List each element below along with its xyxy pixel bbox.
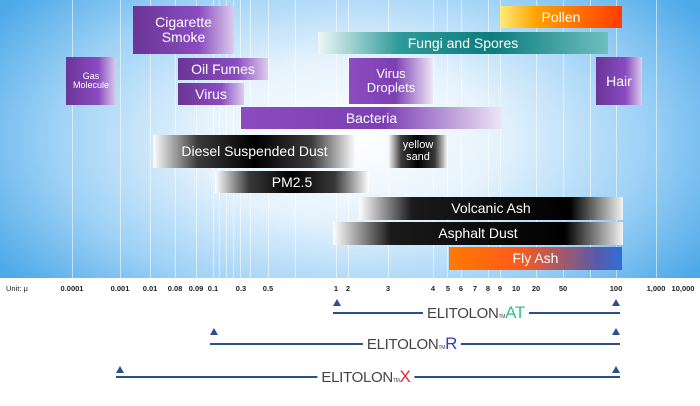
fungi-and-spores-band: Fungi and Spores bbox=[318, 32, 608, 54]
scale-tick: 4 bbox=[430, 284, 436, 293]
gridline bbox=[488, 0, 489, 278]
scale-tick: 0.5 bbox=[262, 284, 274, 293]
virus-droplets-band: Virus Droplets bbox=[349, 58, 433, 104]
product-name: ELITOLON bbox=[426, 305, 499, 322]
range-end-marker bbox=[612, 299, 620, 306]
trademark-mark: TM bbox=[498, 314, 506, 320]
scale-tick: 3 bbox=[385, 284, 391, 293]
product-suffix: X bbox=[399, 367, 411, 386]
scale-tick: 1,000 bbox=[646, 284, 666, 293]
product-suffix: AT bbox=[505, 303, 526, 322]
product-suffix: R bbox=[445, 334, 458, 353]
scale-tick: 0.3 bbox=[235, 284, 247, 293]
product-name: ELITOLON bbox=[321, 369, 393, 386]
asphalt-dust-band: Asphalt Dust bbox=[333, 222, 623, 245]
scale-tick: 0.08 bbox=[167, 284, 183, 293]
range-start-marker bbox=[116, 366, 124, 373]
range-start-marker bbox=[210, 328, 218, 335]
unit-label: Unit: μ bbox=[6, 284, 28, 293]
scale-tick: 10 bbox=[511, 284, 521, 293]
range-end-marker bbox=[612, 328, 620, 335]
gridline bbox=[563, 0, 564, 278]
scale-tick: 2 bbox=[345, 284, 351, 293]
scale-tick: 20 bbox=[531, 284, 541, 293]
volcanic-ash-band: Volcanic Ash bbox=[359, 197, 623, 220]
scale-tick: 50 bbox=[558, 284, 568, 293]
diesel-suspended-dust-band: Diesel Suspended Dust bbox=[153, 135, 356, 168]
gridline bbox=[590, 0, 591, 278]
scale-tick: 100 bbox=[609, 284, 623, 293]
scale-tick: 0.001 bbox=[110, 284, 130, 293]
scale-tick: 0.01 bbox=[142, 284, 158, 293]
gridline bbox=[656, 0, 657, 278]
scale-tick: 0.0001 bbox=[60, 284, 84, 293]
scale-tick: 9 bbox=[497, 284, 503, 293]
scale-tick: 8 bbox=[485, 284, 491, 293]
gridline bbox=[120, 0, 121, 278]
scale-tick: 0.09 bbox=[188, 284, 204, 293]
scale-tick: 1 bbox=[333, 284, 339, 293]
virus-band: Virus bbox=[178, 83, 244, 105]
fly-ash-band: Fly Ash bbox=[449, 247, 622, 270]
scale-tick: 5 bbox=[445, 284, 451, 293]
gridline bbox=[461, 0, 462, 278]
trademark-mark: TM bbox=[392, 378, 400, 384]
pollen-band: Pollen bbox=[500, 6, 622, 28]
scale-tick: 6 bbox=[458, 284, 464, 293]
size-scale: Unit: μ 0.0001 0.001 0.01 0.08 0.09 0.1 … bbox=[0, 280, 700, 298]
gas-molecule-band: Gas Molecule bbox=[66, 57, 116, 105]
trademark-mark: TM bbox=[438, 345, 446, 351]
product-label: ELITOLONTMAT bbox=[422, 303, 530, 323]
oil-fumes-band: Oil Fumes bbox=[178, 58, 268, 80]
scale-tick: 0.1 bbox=[207, 284, 219, 293]
product-label: ELITOLONTMR bbox=[362, 334, 462, 354]
product-name: ELITOLON bbox=[366, 336, 439, 353]
gridline bbox=[72, 0, 73, 278]
bacteria-band: Bacteria bbox=[241, 107, 502, 129]
gridline bbox=[500, 0, 501, 278]
product-label: ELITOLONTMX bbox=[317, 367, 415, 387]
cigarette-smoke-band: Cigarette Smoke bbox=[133, 6, 234, 54]
gridline bbox=[150, 0, 151, 278]
particle-size-chart: Cigarette Smoke Pollen Fungi and Spores … bbox=[0, 0, 700, 278]
scale-tick: 7 bbox=[472, 284, 478, 293]
pm25-band: PM2.5 bbox=[215, 171, 369, 193]
yellow-sand-band: yellow sand bbox=[388, 135, 448, 168]
range-end-marker bbox=[612, 366, 620, 373]
hair-band: Hair bbox=[596, 57, 642, 105]
range-start-marker bbox=[333, 299, 341, 306]
scale-tick: 10,000 bbox=[671, 284, 695, 293]
gridline bbox=[616, 0, 617, 278]
gridline bbox=[536, 0, 537, 278]
